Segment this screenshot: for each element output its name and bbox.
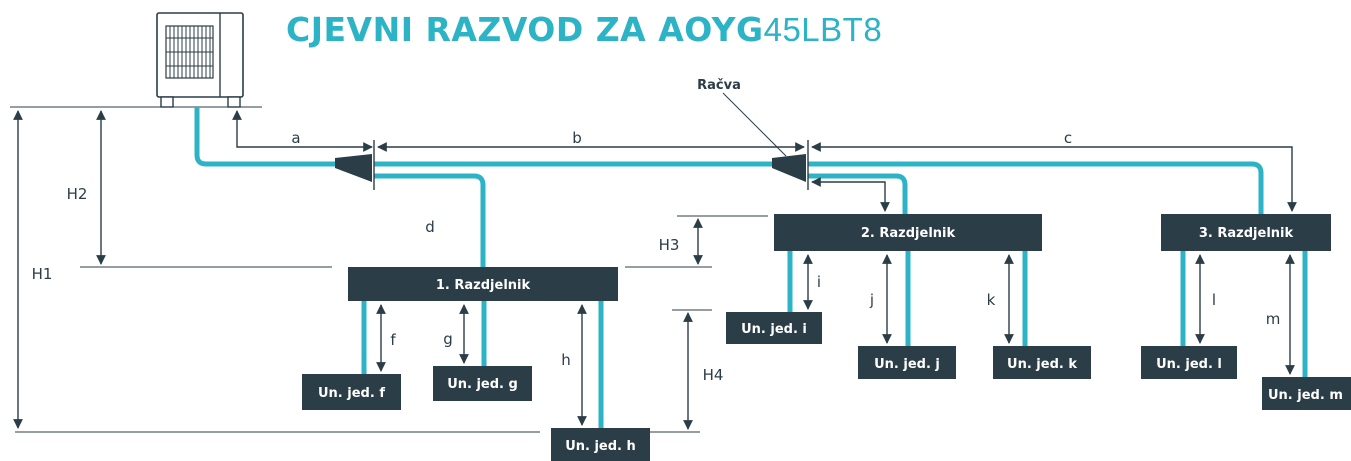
outdoor-unit [156,12,244,108]
pipe-label-g: g [443,330,453,348]
distributor-1-box [348,267,618,301]
unit-f-label: Un. jed. f [318,386,385,401]
reference-lines [10,92,787,433]
unit-i-box [726,312,822,344]
unit-f-box [302,374,401,410]
unit-g-box [433,366,532,401]
unit-g-label: Un. jed. g [447,377,518,392]
height-label-h4: H4 [703,366,724,384]
unit-j-label: Un. jed. j [874,357,940,372]
height-label-h1: H1 [32,265,53,283]
unit-h-box [551,428,650,461]
unit-m-box [1262,377,1351,410]
distributor-2-box [774,214,1042,251]
unit-j-box [858,346,956,379]
unit-l-label: Un. jed. l [1156,357,1222,372]
dimension-arrows [13,110,1297,430]
diagram-title: CJEVNI RAZVOD ZA AOYG45LBT8 [286,10,882,50]
pipe-label-i: i [817,273,821,291]
pipe-label-a: a [291,129,300,147]
branch-label: Račva [697,78,741,93]
unit-h-label: Un. jed. h [565,439,636,454]
pipe-label-k: k [987,291,996,309]
pipe-label-h: h [561,351,571,369]
unit-k-box [993,346,1091,379]
distributor-3-label: 3. Razdjelnik [1199,226,1294,241]
title-model: 45LBT8 [763,11,883,48]
pipe-label-d: d [425,218,435,236]
distributor-2-label: 2. Razdjelnik [861,226,956,241]
pipe-label-c: c [1064,129,1072,147]
unit-l-box [1141,346,1237,379]
distributor-1-label: 1. Razdjelnik [436,278,531,293]
unit-m-label: Un. jed. m [1268,388,1343,403]
height-label-h2: H2 [67,185,88,203]
pipe-label-f: f [390,331,396,349]
pipe-label-j: j [869,291,874,309]
unit-i-label: Un. jed. i [741,322,807,337]
branch-fittings [335,140,809,190]
pipe-label-b: b [572,129,582,147]
title-bold: CJEVNI RAZVOD ZA AOYG [286,10,764,49]
unit-k-label: Un. jed. k [1007,357,1077,372]
pipe-label-l: l [1212,291,1216,309]
pipe-label-m: m [1266,310,1281,328]
distributor-3-box [1161,214,1331,251]
height-label-h3: H3 [659,236,680,254]
